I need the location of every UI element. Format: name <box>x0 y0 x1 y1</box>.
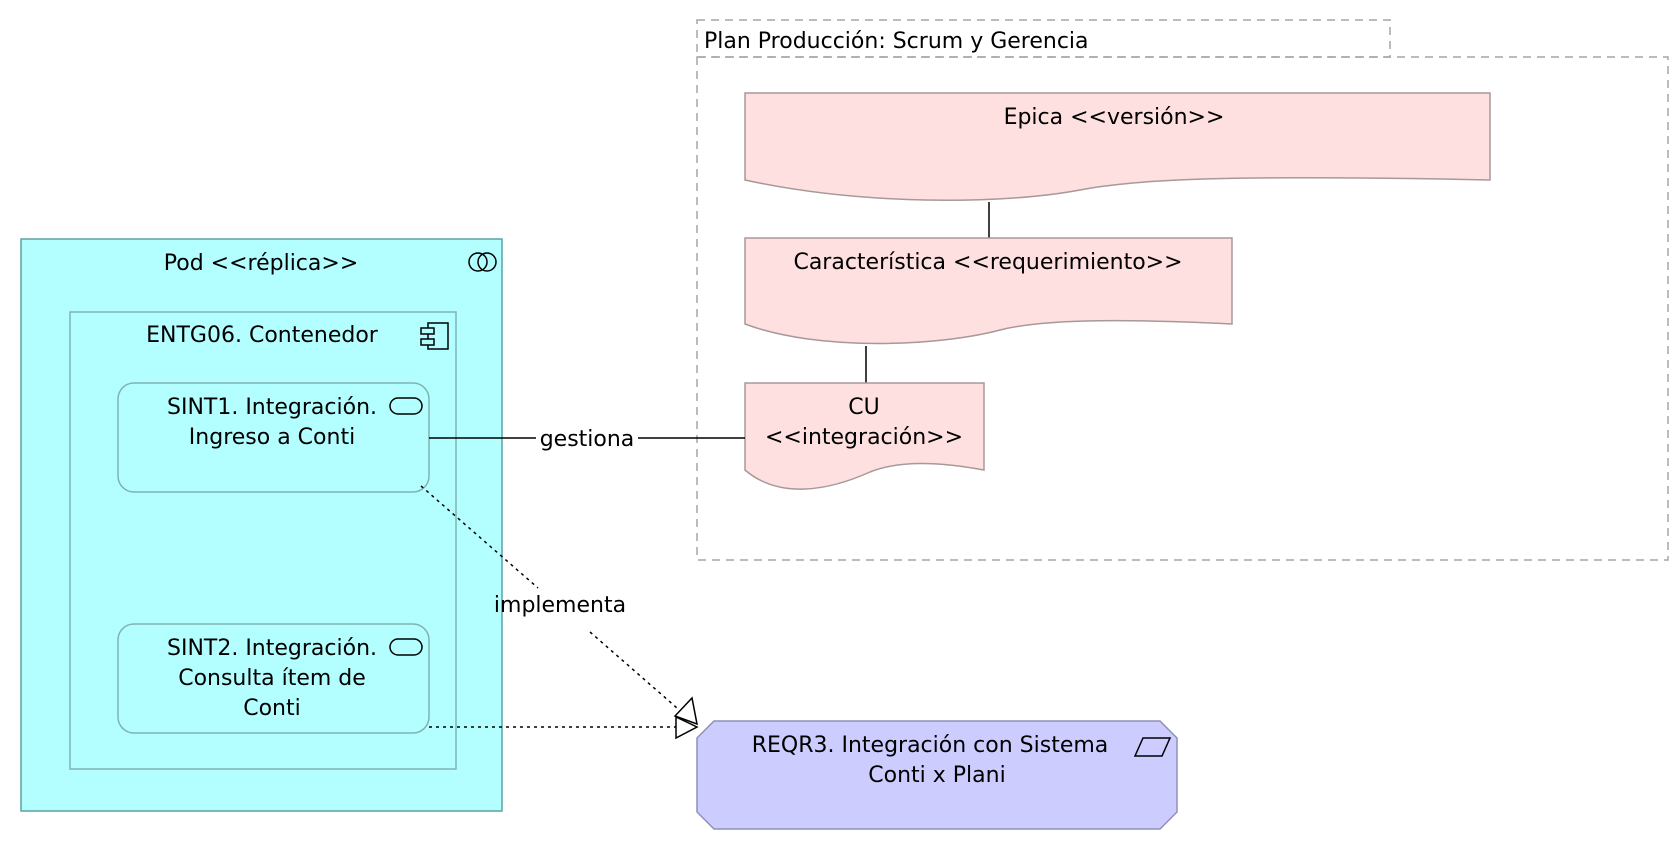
implementa-line-sint1 <box>420 485 539 589</box>
implementa-relation-sint1[interactable]: implementa <box>420 485 698 726</box>
epica-label: Epica <<versión>> <box>1004 105 1225 130</box>
group-body-frame <box>696 56 1669 561</box>
realization-arrowhead <box>673 696 698 726</box>
sint1-label-line2: Ingreso a Conti <box>189 425 355 450</box>
epica-node[interactable]: Epica <<versión>> <box>744 92 1491 201</box>
cu-label-line2: <<integración>> <box>765 425 963 450</box>
gestiona-relation[interactable]: gestiona <box>429 427 745 452</box>
epica-shape <box>744 92 1491 201</box>
sint2-service[interactable]: SINT2. Integración. Consulta ítem de Con… <box>117 623 430 734</box>
service-icon <box>389 638 423 656</box>
service-icon <box>389 397 423 415</box>
pod-label: Pod <<réplica>> <box>164 251 359 276</box>
sint2-shape <box>117 623 430 734</box>
sint2-label-line1: SINT2. Integración. <box>167 636 377 661</box>
plan-produccion-group[interactable]: Plan Producción: Scrum y Gerencia <box>696 19 1669 561</box>
reqr3-requirement[interactable]: REQR3. Integración con Sistema Conti x P… <box>696 720 1178 830</box>
sint1-service[interactable]: SINT1. Integración. Ingreso a Conti <box>117 382 430 493</box>
component-icon <box>420 322 449 350</box>
cu-label-line1: CU <box>848 395 879 420</box>
implementa-relation-sint2[interactable] <box>429 715 699 740</box>
reqr3-label-line2: Conti x Plani <box>868 763 1005 788</box>
cu-shape <box>744 382 985 490</box>
requirement-icon <box>1133 737 1172 757</box>
reqr3-label-line1: REQR3. Integración con Sistema <box>752 733 1109 758</box>
implementa-label: implementa <box>494 593 626 618</box>
node-replica-icon <box>468 252 497 272</box>
caracteristica-node[interactable]: Característica <<requerimiento>> <box>744 237 1233 345</box>
implementa-line-sint1-lower <box>589 631 678 709</box>
realization-arrowhead <box>675 715 699 740</box>
cu-node[interactable]: CU <<integración>> <box>744 382 985 490</box>
sint2-label-line2: Consulta ítem de <box>178 666 366 691</box>
sint1-label-line1: SINT1. Integración. <box>167 395 377 420</box>
caracteristica-shape <box>744 237 1233 345</box>
reqr3-shape <box>696 720 1178 830</box>
container-label: ENTG06. Contenedor <box>146 323 379 348</box>
sint2-label-line3: Conti <box>243 696 301 721</box>
gestiona-label: gestiona <box>540 427 635 452</box>
group-title: Plan Producción: Scrum y Gerencia <box>704 29 1089 54</box>
caracteristica-label: Característica <<requerimiento>> <box>793 250 1182 275</box>
